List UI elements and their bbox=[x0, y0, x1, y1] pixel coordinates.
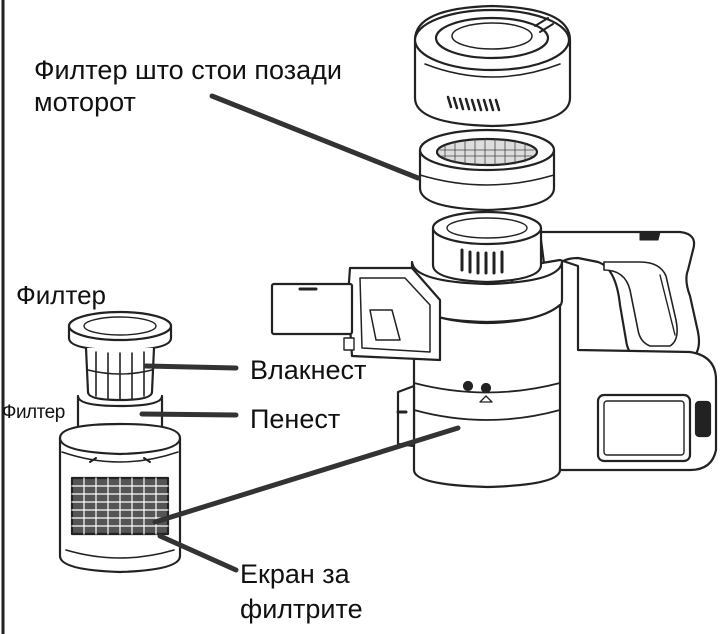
cyclone-housing bbox=[396, 210, 564, 489]
filter-label: Филтер bbox=[16, 280, 106, 310]
leader-motor-filter bbox=[209, 93, 421, 181]
foam-filter-label: Пенест bbox=[250, 404, 341, 434]
intake-nozzle bbox=[270, 266, 442, 362]
main-body bbox=[510, 258, 718, 472]
leader-foam bbox=[139, 411, 239, 418]
filter-screen-label-line1: Екран за bbox=[240, 559, 350, 589]
filter-small-label: Филтер bbox=[2, 402, 65, 423]
leader-fiber bbox=[143, 363, 239, 371]
filter-assembly bbox=[58, 310, 182, 574]
cover-vent-slots bbox=[446, 95, 501, 112]
leader-screen bbox=[157, 533, 239, 573]
leader-screen-to-body bbox=[152, 425, 461, 525]
filter-screen-label-line2: филтрите bbox=[240, 594, 363, 624]
motor-mesh-filter bbox=[418, 128, 556, 212]
leader-lines bbox=[139, 93, 461, 573]
motor-filter-cover bbox=[413, 4, 572, 128]
motor-filter-label-line2: моторот bbox=[34, 87, 136, 117]
fiber-filter-label: Влакнест bbox=[250, 355, 367, 385]
motor-filter-label-line1: Филтер што стои позади bbox=[34, 55, 342, 85]
filter-screen-mesh bbox=[70, 476, 170, 536]
housing-vent-slots bbox=[460, 248, 504, 275]
